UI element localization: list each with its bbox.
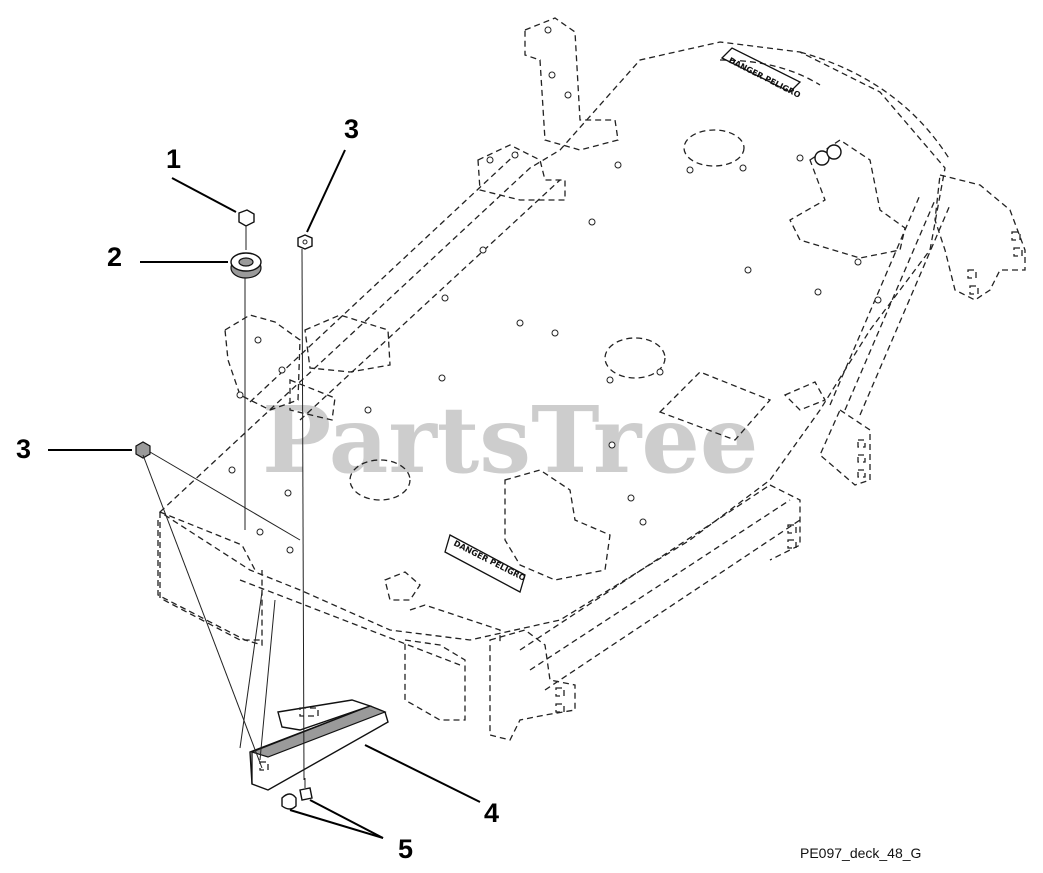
deck-brackets <box>157 17 1026 741</box>
watermark: PartsTree <box>262 386 758 494</box>
deck-holes <box>228 154 882 554</box>
nut-part-3-upper[interactable] <box>297 234 313 250</box>
spindle-openings <box>349 129 745 501</box>
bolt-part-1[interactable] <box>238 209 255 232</box>
callout-4[interactable]: 4 <box>484 798 499 828</box>
pivot-arm-bracket <box>224 314 301 411</box>
callout-3-left[interactable]: 3 <box>16 434 31 464</box>
carriage-bolts-part-5[interactable] <box>281 778 313 810</box>
callout-1[interactable]: 1 <box>166 144 181 174</box>
assembly-lines <box>142 232 305 781</box>
callout-3-upper[interactable]: 3 <box>344 114 359 144</box>
danger-decal-left: DANGER PELIGRO <box>444 534 527 593</box>
callout-5[interactable]: 5 <box>398 834 413 864</box>
nut-part-3-left[interactable] <box>135 441 151 459</box>
danger-decal-top: DANGER PELIGRO <box>720 47 802 100</box>
deflector-plate-part-4[interactable] <box>249 699 389 791</box>
callout-2[interactable]: 2 <box>107 242 122 272</box>
callout-leaders <box>48 149 481 839</box>
drawing-code: PE097_deck_48_G <box>800 845 921 861</box>
spacer-bushing-part-2[interactable] <box>230 252 262 310</box>
deck-outline <box>158 41 951 691</box>
